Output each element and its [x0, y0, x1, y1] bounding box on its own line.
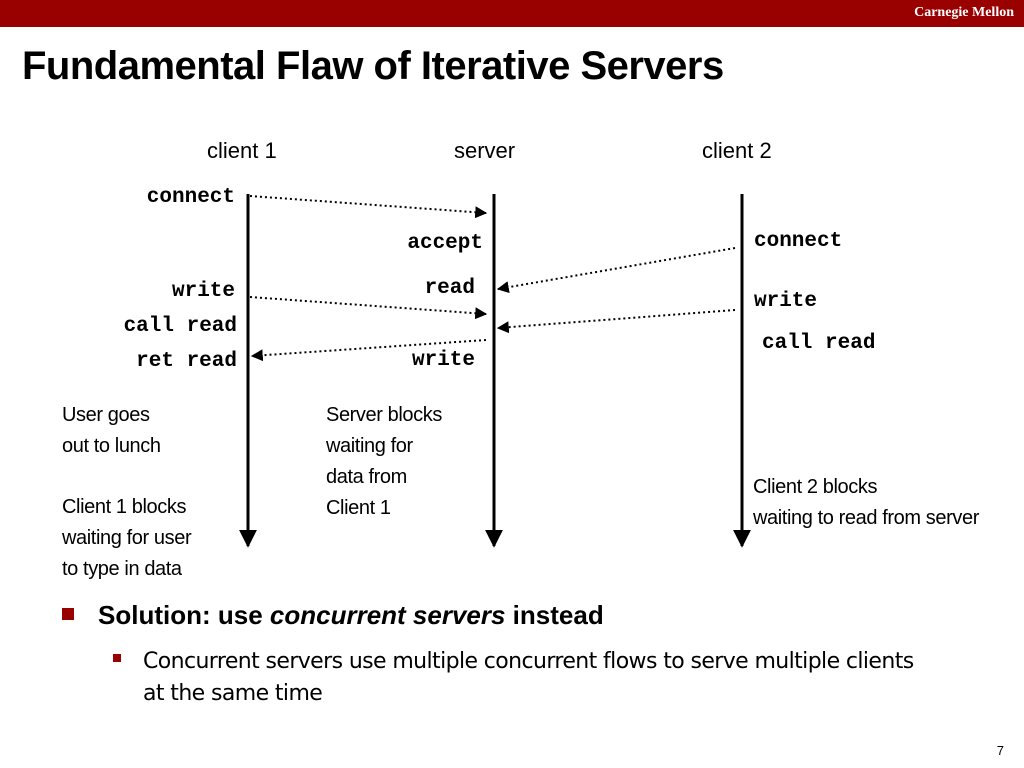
server-accept-label: accept	[407, 232, 483, 255]
note-line: Client 1 blocks	[62, 496, 187, 518]
note-client1-blocks: Client 1 blocks waiting for user to type…	[62, 492, 192, 585]
client1-call-read-label: call read	[123, 315, 237, 338]
square-bullet-icon	[62, 608, 74, 621]
client1-write-label: write	[171, 280, 235, 303]
arrow-server-write	[250, 339, 487, 362]
bullet-text-suffix: instead	[505, 600, 604, 630]
note-line: Client 2 blocks	[753, 476, 878, 498]
note-line: to type in data	[62, 558, 182, 580]
column-client2: client 2	[702, 138, 772, 163]
note-client2-blocks: Client 2 blocks waiting to read from ser…	[753, 472, 979, 534]
note-server-blocks: Server blocks waiting for data from Clie…	[326, 400, 442, 524]
column-server: server	[454, 138, 516, 163]
note-line: User goes	[62, 404, 150, 426]
sub-bullet-text: Concurrent servers use multiple concurre…	[143, 649, 914, 706]
server-write-label: write	[411, 349, 475, 372]
note-line: data from	[326, 466, 407, 488]
brand-label: Carnegie Mellon	[914, 5, 1014, 20]
note-line: waiting for user	[62, 527, 192, 549]
client1-ret-read-label: ret read	[136, 350, 237, 373]
page-number: 7	[996, 743, 1004, 758]
arrow-c1-connect	[249, 195, 488, 219]
slide-title: Fundamental Flaw of Iterative Servers	[22, 44, 724, 88]
header-bar: Carnegie Mellon	[0, 0, 1024, 27]
note-line: waiting for	[326, 435, 413, 457]
note-line: Client 1	[326, 497, 391, 519]
note-line: Server blocks	[326, 404, 442, 426]
client2-call-read-label: call read	[762, 332, 876, 355]
client1-connect-label: connect	[146, 186, 235, 209]
client2-connect-label: connect	[754, 230, 843, 253]
note-line: waiting to read from server	[753, 507, 979, 529]
client2-write-label: write	[754, 290, 818, 313]
note-client1-user: User goes out to lunch	[62, 400, 161, 462]
arrow-c2-write	[496, 309, 736, 334]
square-bullet-icon	[113, 654, 121, 662]
bullet-solution: Solution: use concurrent servers instead	[62, 600, 604, 631]
arrow-c2-connect	[496, 247, 736, 294]
sub-bullet: Concurrent servers use multiple concurre…	[113, 646, 933, 710]
column-client1: client 1	[207, 138, 277, 163]
server-read-label: read	[424, 277, 475, 300]
bullet-text-emphasis: concurrent servers	[269, 600, 506, 630]
note-line: out to lunch	[62, 435, 161, 457]
bullet-text-prefix: Solution: use	[98, 600, 270, 630]
